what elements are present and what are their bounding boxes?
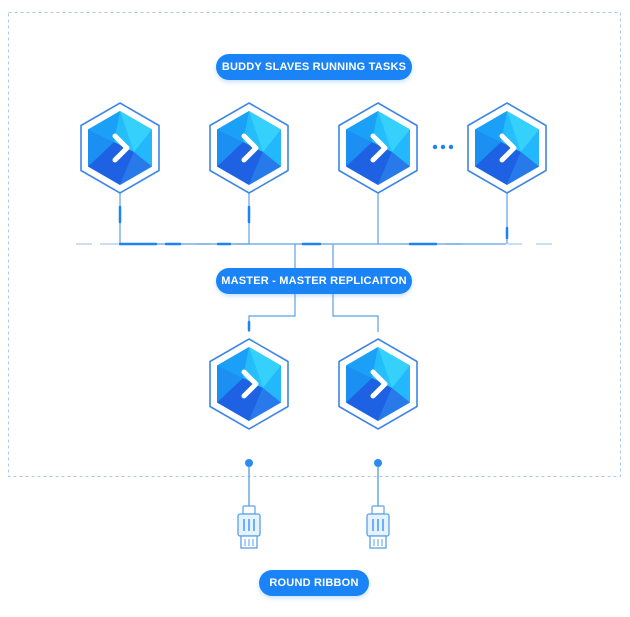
bus-lines: [119, 192, 508, 332]
bus-highlights: [118, 205, 509, 332]
slaves-label: BUDDY SLAVES RUNNING TASKS: [216, 54, 412, 80]
master-node-2: [339, 339, 417, 429]
slave-node-3: [339, 103, 417, 193]
buddy-chevron-hexagon-icon: [468, 103, 546, 193]
buddy-chevron-hexagon-icon: [339, 103, 417, 193]
ethernet-plug-icon: [366, 459, 390, 549]
slave-node-2: [210, 103, 288, 193]
ribbon-label: ROUND RIBBON: [259, 570, 369, 596]
cluster-boundary: [8, 12, 621, 477]
replication-label: MASTER - MASTER REPLICAITON: [216, 268, 412, 294]
master-node-1: [210, 339, 288, 429]
buddy-chevron-hexagon-icon: [210, 103, 288, 193]
ellipsis-icon: [432, 144, 454, 150]
buddy-chevron-hexagon-icon: [81, 103, 159, 193]
slave-node-4: [468, 103, 546, 193]
buddy-chevron-hexagon-icon: [339, 339, 417, 429]
ethernet-plug-icon: [237, 459, 261, 549]
buddy-chevron-hexagon-icon: [210, 339, 288, 429]
slave-node-1: [81, 103, 159, 193]
